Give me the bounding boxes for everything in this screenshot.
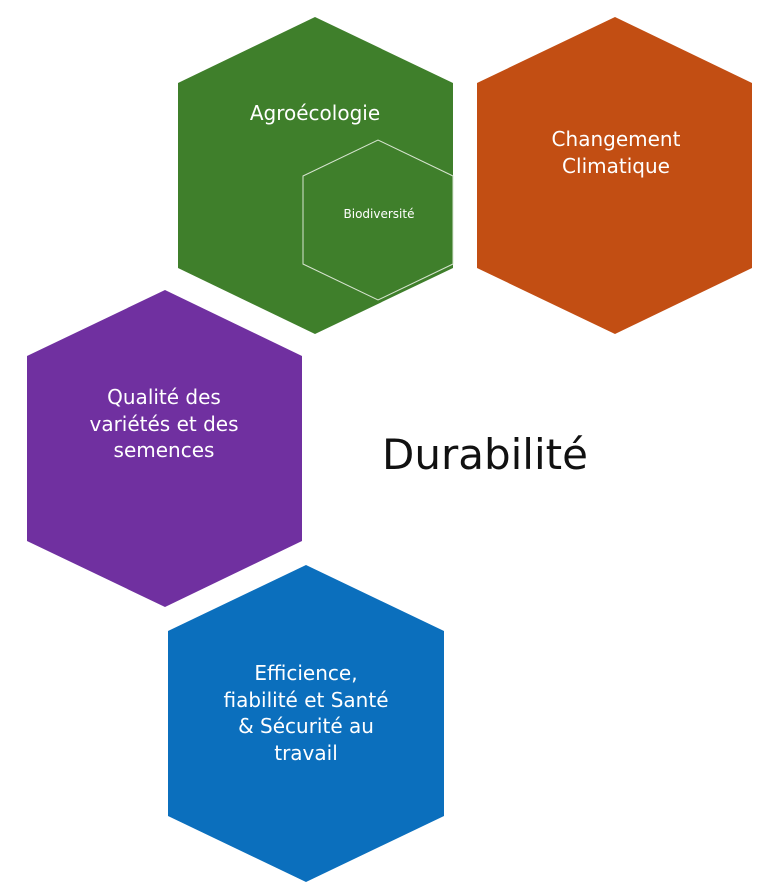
diagram-title: Durabilité: [382, 430, 588, 479]
label-line: & Sécurité au: [238, 714, 374, 739]
label-efficience: Efficience, fiabilité et Santé & Sécurit…: [170, 660, 442, 766]
label-line: Qualité des: [107, 385, 221, 409]
label-changement-climatique: Changement Climatique: [482, 126, 750, 179]
hexagon-qualite-varietes: [27, 290, 302, 607]
label-line: variétés et des: [89, 411, 239, 436]
hexagon-efficience: [168, 565, 444, 882]
label-qualite-varietes: Qualité des variétés et des semences: [30, 384, 298, 464]
label-line: Changement: [551, 127, 681, 151]
hexagon-changement-climatique: [477, 17, 752, 334]
label-line: semences: [113, 438, 215, 463]
label-line: travail: [274, 740, 338, 765]
hexagon-biodiversite: [302, 139, 454, 301]
label-line: fiabilité et Santé: [223, 687, 389, 712]
label-line: Climatique: [562, 153, 670, 178]
label-line: Efficience,: [254, 661, 358, 685]
label-biodiversite: Biodiversité: [343, 207, 415, 221]
label-agroecologie: Agroécologie: [249, 101, 381, 125]
